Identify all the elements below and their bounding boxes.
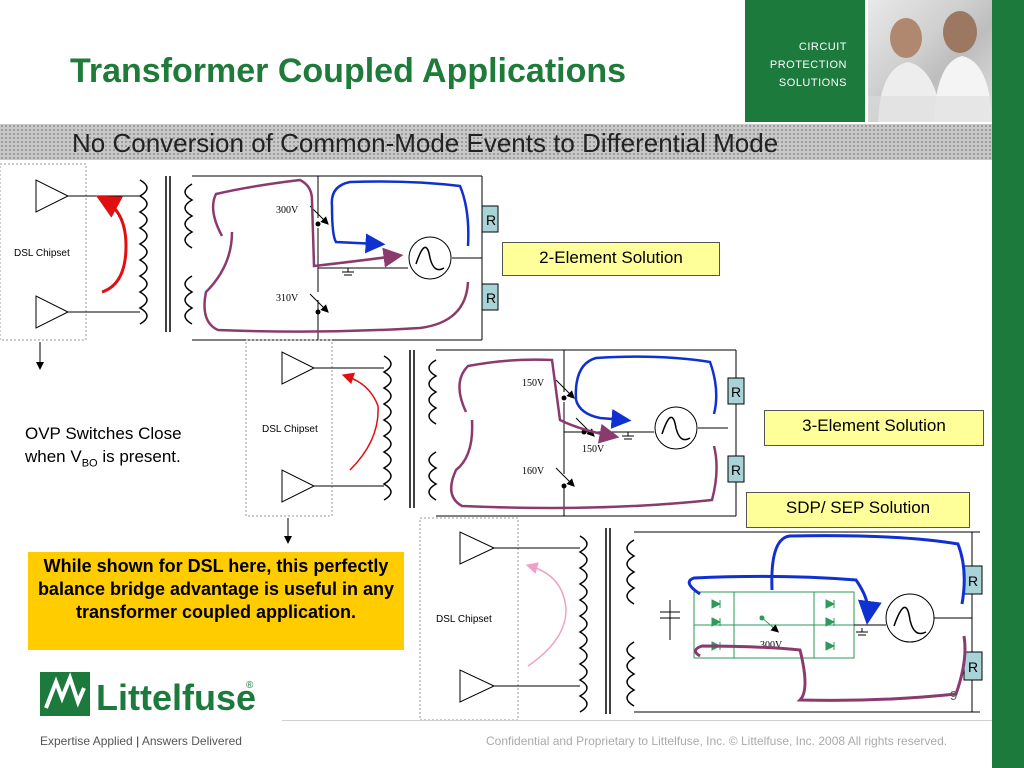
capacitor-symbol-3 [660,611,680,619]
cm-path-purple-bottom-1 [203,231,470,333]
amplifier-bottom-icon-1 [35,295,70,329]
brand-green-block [745,0,865,122]
transformer-secondary-coil-top-1 [184,183,194,249]
transformer-primary-coil-1 [138,179,148,325]
brand-tagline-block: CIRCUIT PROTECTION SOLUTIONS [745,38,847,92]
voltage-top-2: 150V [522,378,545,389]
right-brand-bar [992,0,1024,768]
resistor-label-top-3: R [968,573,978,589]
resistor-label-top-1: R [486,212,496,228]
sdp-label: SDP/ SEP Solution [746,492,970,528]
header-photo [868,0,992,122]
dm-path-blue-top-2 [574,355,718,415]
amplifier-top-icon-1 [35,179,70,213]
chipset-label-2: DSL Chipset [262,424,318,435]
chipset-box-2 [245,339,333,517]
transformer-secondary-coil-top-3 [626,539,636,605]
cm-path-purple-bottom-2 [449,419,718,510]
brand-line-3: SOLUTIONS [778,77,847,89]
amplifier-top-icon-2 [281,351,316,385]
voltage-bottom-1: 310V [276,293,299,304]
resistor-label-bottom-1: R [486,290,496,306]
voltage-top-1: 300V [276,205,299,216]
page-number: 9 [950,688,958,703]
littelfuse-logo-icon: Littelfuse ® [40,672,256,718]
chipset-label-1: DSL Chipset [14,248,70,259]
dm-path-blue-arrow-3 [687,574,882,625]
transformer-primary-coil-2 [382,355,392,501]
dm-path-blue-arrow-2 [574,399,632,429]
ovp-note-line1: OVP Switches Close [25,424,182,443]
resistor-label-top-2: R [731,384,741,400]
amplifier-top-icon-3 [459,531,496,565]
tagline-left: Expertise Applied [40,734,133,748]
footer-tagline: Expertise Applied | Answers Delivered [40,734,242,748]
voltage-mid-2: 150V [582,444,605,455]
chipset-box-1 [0,163,87,341]
two-element-diagram: DSL Chipset 300V 310V R R [0,163,499,370]
cm-path-purple-3 [694,635,967,702]
footer-divider [282,720,992,721]
cm-path-purple-top-1 [211,178,404,268]
ground-symbol-1 [342,268,354,276]
resistor-label-bottom-2: R [731,462,741,478]
amplifier-bottom-icon-2 [281,469,316,503]
resistor-top-1 [481,205,499,233]
subtitle-band [0,124,992,160]
amplifier-bottom-icon-3 [459,669,496,703]
voltage-mid-3: 300V [760,640,783,651]
circuit-diagrams: DSL Chipset 300V 310V R R [0,163,983,721]
ovp-note-suffix: is present. [97,447,181,466]
resistor-bottom-2 [727,455,745,483]
transformer-secondary-coil-top-2 [428,359,438,425]
resistor-label-bottom-3: R [968,659,978,675]
dm-path-blue-arrow-1 [330,205,386,254]
transformer-secondary-coil-bottom-1 [184,275,194,325]
logo-wordmark: Littelfuse [96,677,256,718]
transformer-primary-coil-3 [578,535,588,713]
dm-path-blue-top-3 [770,534,966,605]
voltage-bottom-2: 160V [522,466,545,477]
tagline-right: Answers Delivered [141,734,242,748]
cm-path-red-2 [341,372,379,471]
ovp-note-line2: when VBO is present. [25,445,182,475]
ground-symbol-3 [856,628,868,636]
resistor-top-2 [727,377,745,405]
cm-path-red-1 [96,195,128,294]
three-element-diagram: DSL Chipset 150V 150V 160V R R [245,339,745,544]
ovp-note: OVP Switches Close when VBO is present. [25,422,182,475]
dm-path-blue-top-1 [330,180,470,247]
chipset-label-3: DSL Chipset [436,614,492,625]
cm-path-pink-3 [525,562,567,667]
page-title: Transformer Coupled Applications [70,52,627,90]
page-subtitle: No Conversion of Common-Mode Events to D… [72,128,779,158]
sdp-diagram: DSL Chipset 300V [419,517,983,721]
ovp-note-sub: BO [81,457,98,470]
resistor-bottom-1 [481,283,499,311]
cm-path-purple-top-2 [458,358,620,444]
callout-box: While shown for DSL here, this perfectly… [28,552,404,650]
ground-symbol-2 [622,432,634,440]
three-element-label: 3-Element Solution [764,410,984,446]
two-element-label: 2-Element Solution [502,242,720,276]
people-photo-icon [868,11,992,122]
ovp-note-prefix: when V [25,447,82,466]
transformer-secondary-coil-bottom-3 [626,641,636,707]
littelfuse-logo: Littelfuse ® [40,668,280,727]
brand-line-1: CIRCUIT [798,41,847,53]
brand-line-2: PROTECTION [769,59,847,71]
logo-registered: ® [246,680,254,691]
transformer-secondary-coil-bottom-2 [428,451,438,501]
confidential-notice: Confidential and Proprietary to Littelfu… [486,734,948,748]
